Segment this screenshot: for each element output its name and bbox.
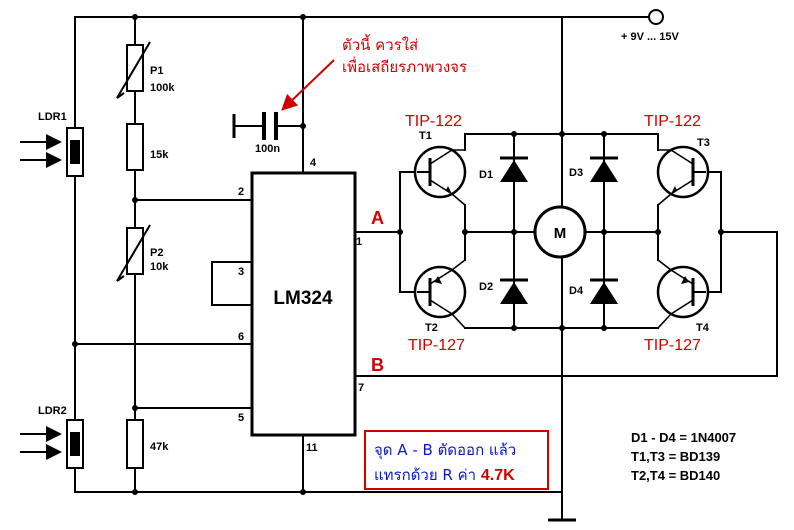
supply-rail (74, 9, 664, 25)
diode-d4 (590, 278, 618, 304)
parts-list-item: D1 - D4 = 1N4007 (631, 430, 737, 445)
note-box-line2: แทรกด้วย R ค่า 4.7K (374, 463, 515, 487)
diode-d3 (590, 156, 618, 182)
diode-d2 (500, 278, 528, 304)
d1-label: D1 (479, 169, 493, 181)
ic-pin-wiring (74, 14, 778, 495)
r-47k (126, 419, 144, 469)
parts-list: D1 - D4 = 1N4007 T1,T3 = BD139 T2,T4 = B… (631, 428, 736, 485)
capacitor-note: ตัวนี้ ควรใส่ เพื่อเสถียรภาพวงจร (342, 34, 467, 78)
lm324-ic: LM324 (250, 171, 357, 437)
p2-adjust-arrow (116, 224, 151, 282)
d4-label: D4 (569, 285, 584, 297)
point-b-label: B (371, 355, 384, 375)
ldr2 (20, 419, 84, 469)
pin-3-label: 3 (238, 266, 244, 278)
t4-type: TIP-127 (644, 337, 701, 354)
p2-label: P2 (150, 247, 163, 259)
pin-2-label: 2 (238, 186, 244, 198)
transistor-t4 (656, 259, 710, 329)
pin-6-label: 6 (238, 331, 244, 343)
cap-value: 100n (255, 143, 280, 155)
ground-rail (74, 16, 576, 522)
pin-1-label: 1 (356, 236, 362, 248)
ldr1-label: LDR1 (38, 111, 67, 123)
capacitor-100n (232, 59, 335, 140)
divider-column (116, 14, 151, 495)
transistor-t3 (656, 145, 710, 206)
t1-type: TIP-122 (405, 113, 462, 130)
d2-label: D2 (479, 281, 493, 293)
parts-list-item: T1,T3 = BD139 (631, 449, 721, 464)
motor-label: M (554, 225, 567, 242)
p2-value: 10k (150, 261, 169, 273)
capacitor-note-line1: ตัวนี้ ควรใส่ (342, 36, 419, 54)
note-box-line2-prefix: แทรกด้วย R ค่า (374, 466, 477, 484)
transistor-t1 (413, 145, 467, 206)
parts-list-item: T2,T4 = BD140 (631, 468, 721, 483)
t2-type: TIP-127 (408, 337, 465, 354)
t3-type: TIP-122 (644, 113, 701, 130)
motor: M (533, 205, 587, 259)
t4-label: T4 (696, 322, 710, 334)
ldr2-label: LDR2 (38, 405, 67, 417)
note-arrow-icon (281, 59, 335, 111)
pin-11-label: 11 (306, 442, 318, 454)
supply-terminal-icon (648, 9, 664, 25)
pin-numbers: 2 3 6 5 4 1 7 11 (238, 157, 364, 454)
note-box-line1: จุด A - B ตัดออก แล้ว (374, 441, 517, 459)
p1-value: 100k (150, 82, 175, 94)
capacitor-note-line2: เพื่อเสถียรภาพวงจร (342, 58, 468, 76)
diode-d1 (500, 156, 528, 182)
pin-7-label: 7 (358, 382, 364, 394)
d3-label: D3 (569, 167, 583, 179)
t2-label: T2 (425, 322, 438, 334)
point-a-label: A (371, 208, 384, 228)
ic-name: LM324 (273, 288, 333, 309)
modification-note-box: จุด A - B ตัดออก แล้ว แทรกด้วย R ค่า 4.7… (364, 430, 549, 490)
ldr1 (20, 127, 84, 177)
p1-label: P1 (150, 65, 163, 77)
transistor-t2 (413, 259, 467, 329)
r2-value: 47k (150, 441, 169, 453)
pin-4-label: 4 (310, 157, 317, 169)
r1-value: 15k (150, 149, 169, 161)
t1-label: T1 (419, 130, 432, 142)
r-15k (126, 123, 144, 171)
note-box-resistor-value: 4.7K (480, 467, 515, 484)
t3-label: T3 (697, 137, 710, 149)
supply-voltage-label: + 9V ... 15V (621, 31, 679, 43)
pin-5-label: 5 (238, 412, 244, 424)
motor-icon (533, 205, 587, 259)
p1-adjust-arrow (116, 41, 151, 99)
component-labels: LDR1 LDR2 P1 100k 15k P2 10k 47k 100n T1… (38, 65, 710, 453)
